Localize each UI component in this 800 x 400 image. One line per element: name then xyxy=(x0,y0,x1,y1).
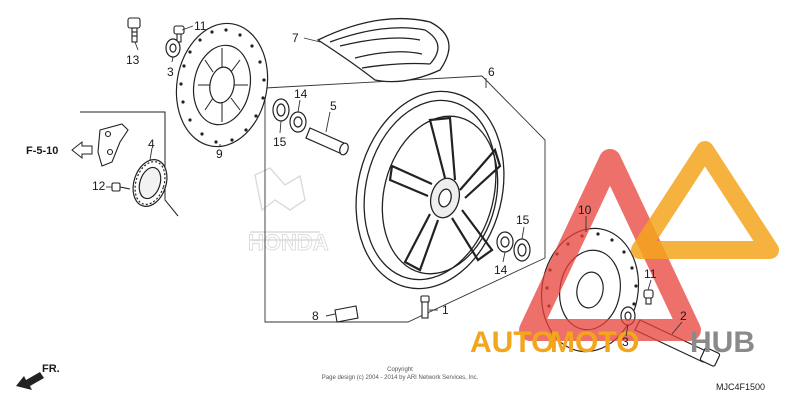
watermark-brand-hub: HUB xyxy=(690,326,755,359)
callout-14-right: 14 xyxy=(494,263,508,277)
watermark-wordmark: AUTO MOTO HUB xyxy=(470,326,755,359)
diagram-code: MJC4F1500 xyxy=(716,382,765,392)
callout-10: 10 xyxy=(578,203,592,217)
callout-5: 5 xyxy=(330,99,337,113)
callout-7: 7 xyxy=(292,31,299,45)
tire-illustration xyxy=(316,17,450,83)
callout-14-left: 14 xyxy=(294,87,308,101)
svg-text:HONDA: HONDA xyxy=(248,230,329,255)
bearing-15-right xyxy=(513,238,531,262)
front-wheel-rim xyxy=(355,90,505,290)
reference-arrow xyxy=(71,140,93,160)
callout-1: 1 xyxy=(442,303,449,317)
callout-15-left: 15 xyxy=(273,135,287,149)
speed-sensor-bracket xyxy=(97,123,129,167)
callout-9: 9 xyxy=(216,147,223,161)
front-arrow-icon xyxy=(16,372,44,390)
bolt-13 xyxy=(127,17,141,43)
distance-collar xyxy=(305,127,349,156)
reference-label: F-5-10 xyxy=(26,145,58,157)
washer-3-left xyxy=(165,38,181,58)
front-brake-disc-left xyxy=(175,22,269,148)
copyright-text: Page design (c) 2004 - 2014 by ARI Netwo… xyxy=(322,375,479,381)
copyright-title: Copyright xyxy=(387,367,413,373)
bearing-15-left xyxy=(272,98,290,122)
callout-8: 8 xyxy=(312,309,319,323)
wheel-assembly-frame xyxy=(264,75,546,323)
screw-12 xyxy=(111,182,131,192)
front-direction-indicator: FR. xyxy=(16,363,60,390)
bolt-11-left xyxy=(173,25,185,43)
callout-13: 13 xyxy=(126,53,140,67)
callout-6: 6 xyxy=(488,65,495,79)
dust-seal-14-left xyxy=(289,111,307,133)
sensor-group-bracket xyxy=(80,111,179,217)
callout-11-right: 11 xyxy=(644,267,657,281)
callout-3-left: 3 xyxy=(167,65,174,79)
callout-11-left: 11 xyxy=(194,19,207,33)
watermark-brand-auto: AUTO xyxy=(470,326,554,359)
bolt-11-right xyxy=(643,289,654,305)
pulser-ring xyxy=(132,159,168,207)
watermark-brand-moto: MOTO xyxy=(550,326,639,359)
watermark-logo-mark xyxy=(519,141,779,341)
callout-3-right: 3 xyxy=(622,335,629,349)
watermark-triangle-orange xyxy=(631,141,779,259)
callout-4: 4 xyxy=(148,137,155,151)
balance-weight xyxy=(334,305,359,323)
air-valve xyxy=(420,295,430,319)
honda-wing-logo: HONDA xyxy=(248,167,329,255)
front-label: FR. xyxy=(42,363,60,375)
callout-15-right: 15 xyxy=(516,213,530,227)
dust-seal-14-right xyxy=(496,231,514,253)
leader-lines xyxy=(106,25,683,337)
callout-2: 2 xyxy=(680,309,687,323)
callout-12: 12 xyxy=(92,179,106,193)
